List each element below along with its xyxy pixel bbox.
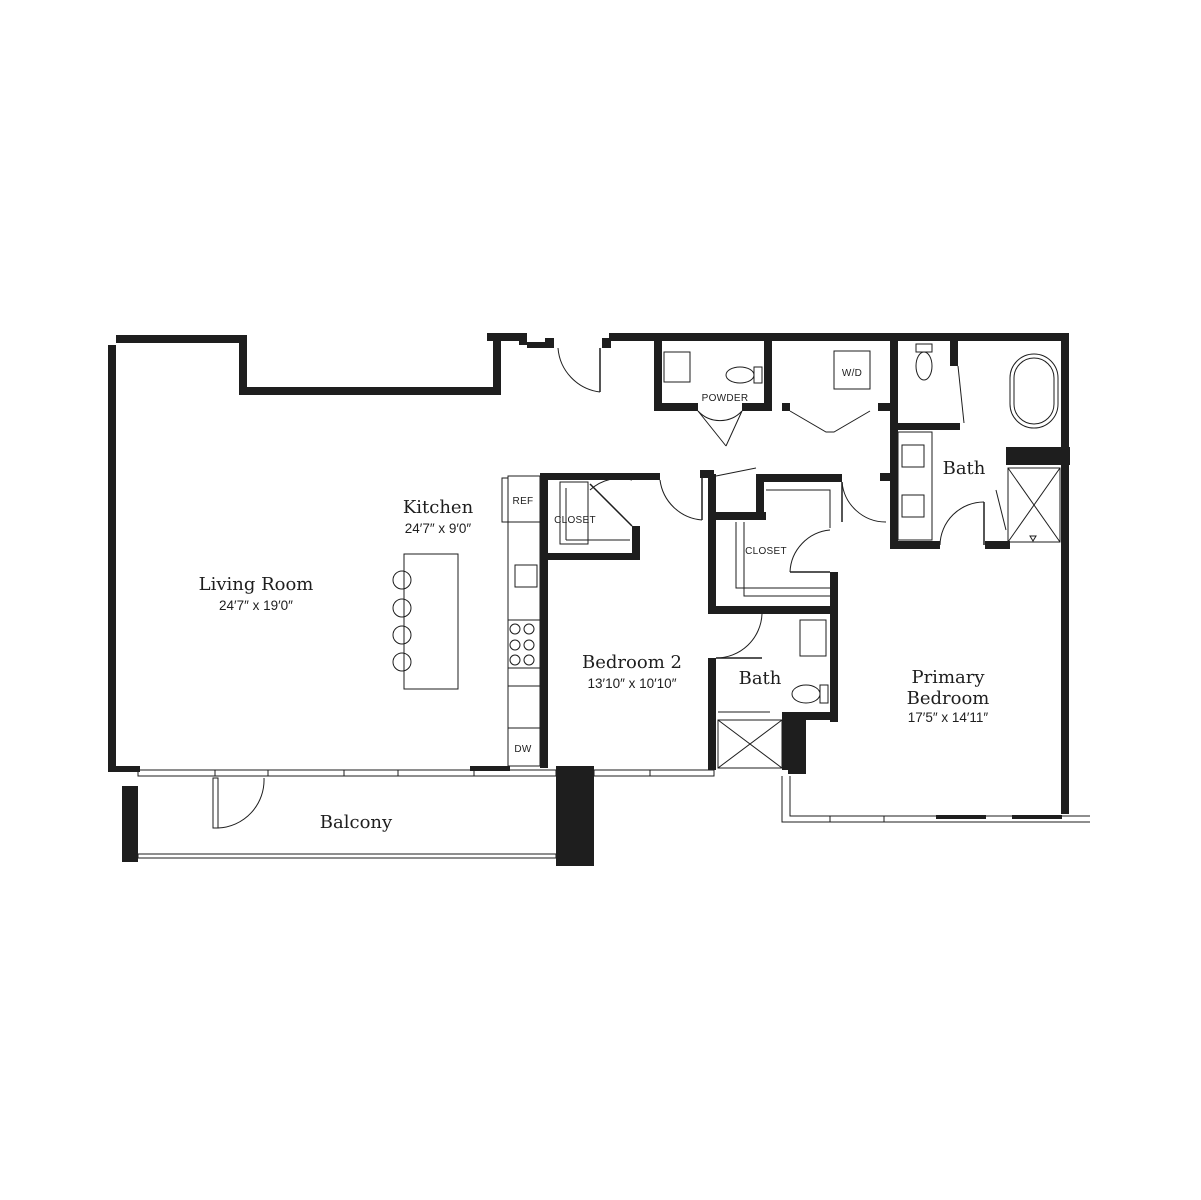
living-room-dims: 24′7″ x 19′0″ [219,598,293,613]
shower-secondary-icon [717,719,783,769]
powder-label: POWDER [702,393,749,404]
cooktop-icon [509,623,535,666]
vanity-sink-2-icon [901,494,925,518]
kitchen-label: Kitchen [403,497,474,518]
interior-walls [540,341,1010,774]
closet-1-label: CLOSET [554,515,596,526]
primary-bedroom-label-line2: Bedroom [907,688,990,709]
structural-column [556,766,594,866]
washer-dryer-icon [833,350,871,390]
windows [137,766,1090,859]
shower-primary-icon [1007,467,1061,543]
vanity-sink-1-icon [901,444,925,468]
balcony-label: Balcony [320,812,393,833]
primary-bedroom-label-line1: Primary [911,667,985,688]
dishwasher-label: DW [514,744,532,755]
powder-toilet-icon [725,366,755,384]
living-room-label: Living Room [199,574,314,595]
secondary-bath-label: Bath [739,668,782,689]
doors [212,347,1007,829]
bedroom-2-dims: 13′10″ x 10′10″ [588,676,677,691]
fixtures [392,343,1061,769]
room-labels: Living Room 24′7″ x 19′0″ Kitchen 24′7″ … [199,368,990,833]
bath2-toilet-icon [791,684,821,704]
toilet-icon [915,351,933,381]
closet-2-label: CLOSET [745,546,787,557]
kitchen-dims: 24′7″ x 9′0″ [405,521,472,536]
bedroom-2-label: Bedroom 2 [582,652,682,673]
balcony-left-pier [122,786,138,862]
washer-dryer-label: W/D [842,368,862,379]
refrigerator-label: REF [513,496,534,507]
primary-bath-label: Bath [943,458,986,479]
primary-bedroom-dims: 17′5″ x 14′11″ [908,710,989,725]
stool-icons [392,570,412,672]
bath2-sink-icon [799,619,827,657]
exterior-walls [108,333,1070,814]
tub-icon [1013,357,1055,425]
kitchen-island [403,553,459,690]
powder-sink-icon [663,351,691,383]
kitchen-sink-icon [514,564,538,588]
